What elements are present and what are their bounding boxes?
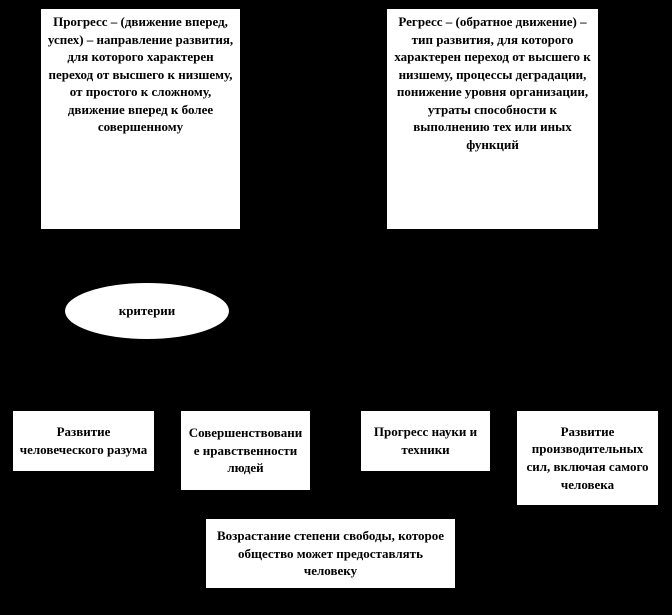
criterion-human-reason-text: Развитие человеческого разума <box>19 424 148 457</box>
progress-definition-text: Прогресс – (движение вперед, успех) – на… <box>47 14 234 135</box>
regress-definition-box: Регресс – (обратное движение) – тип разв… <box>386 8 599 230</box>
criterion-human-reason-box: Развитие человеческого разума <box>12 410 155 472</box>
criterion-freedom-text: Возрастание степени свободы, которое общ… <box>216 528 445 579</box>
criterion-morality-box: Совершенствование нравственности людей <box>180 410 311 491</box>
regress-definition-text: Регресс – (обратное движение) – тип разв… <box>394 14 591 152</box>
criteria-ellipse: критерии <box>64 282 230 340</box>
criterion-productive-forces-text: Развитие производительных сил, включая с… <box>526 423 649 492</box>
criterion-productive-forces-box: Развитие производительных сил, включая с… <box>516 410 659 506</box>
criterion-morality-text: Совершенствование нравственности людей <box>188 425 303 476</box>
progress-definition-box: Прогресс – (движение вперед, успех) – на… <box>40 8 241 230</box>
criteria-label: критерии <box>118 303 176 319</box>
criterion-science-box: Прогресс науки и техники <box>360 410 491 472</box>
criterion-freedom-box: Возрастание степени свободы, которое общ… <box>205 518 456 589</box>
criterion-science-text: Прогресс науки и техники <box>373 424 478 457</box>
